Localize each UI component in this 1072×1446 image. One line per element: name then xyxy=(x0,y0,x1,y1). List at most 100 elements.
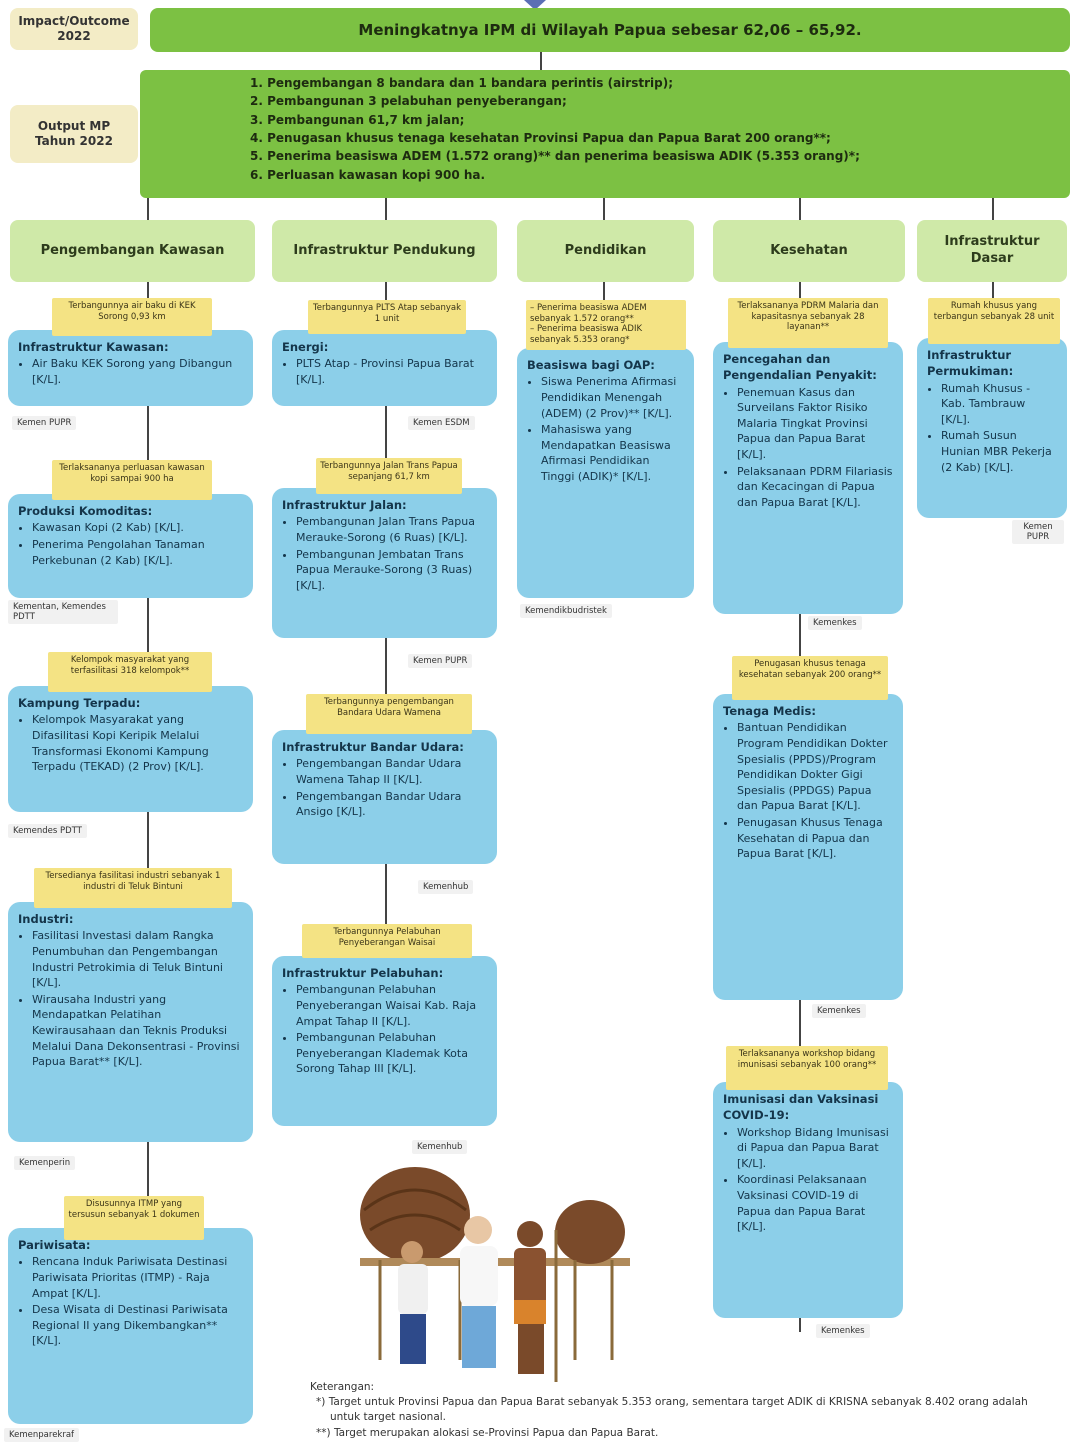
category-infrastruktur-dasar: Infrastruktur Dasar xyxy=(917,220,1067,282)
card-item: PLTS Atap - Provinsi Papua Barat [K/L]. xyxy=(296,356,487,387)
program-card: Beasiswa bagi OAP: Siswa Penerima Afirma… xyxy=(517,348,694,598)
source-label: Kemen ESDM xyxy=(408,416,475,430)
connector xyxy=(385,198,387,220)
connector xyxy=(147,282,149,1377)
output-item: 1. Pengembangan 8 bandara dan 1 bandara … xyxy=(250,76,673,90)
note-2: **) Target merupakan alokasi se-Provinsi… xyxy=(310,1426,1030,1441)
connector xyxy=(540,52,542,70)
impact-text: Meningkatnya IPM di Wilayah Papua sebesa… xyxy=(358,21,862,39)
category-infrastruktur-pendukung: Infrastruktur Pendukung xyxy=(272,220,497,282)
target-box: Tersedianya fasilitasi industri sebanyak… xyxy=(34,868,232,908)
connector xyxy=(603,282,605,302)
card-item: Air Baku KEK Sorong yang Dibangun [K/L]. xyxy=(32,356,243,387)
target-box: Terbangunnya PLTS Atap sebanyak 1 unit xyxy=(308,300,466,334)
connector xyxy=(992,198,994,220)
program-card: Industri: Fasilitasi Investasi dalam Ran… xyxy=(8,902,253,1142)
note-text: Target untuk Provinsi Papua dan Papua Ba… xyxy=(328,1396,1028,1424)
program-card: Kampung Terpadu: Kelompok Masyarakat yan… xyxy=(8,686,253,812)
card-heading: Pariwisata: xyxy=(18,1238,91,1252)
source-label: Kemenkes xyxy=(816,1324,870,1338)
source-label: Kemendikbudristek xyxy=(520,604,612,618)
card-item: Rumah Khusus - Kab. Tambrauw [K/L]. xyxy=(941,381,1057,428)
program-card: Infrastruktur Permukiman: Rumah Khusus -… xyxy=(917,338,1067,518)
card-item: Pembangunan Jembatan Trans Papua Merauke… xyxy=(296,547,487,594)
card-item: Pengembangan Bandar Udara Wamena Tahap I… xyxy=(296,756,487,787)
program-card: Tenaga Medis: Bantuan Pendidikan Program… xyxy=(713,694,903,1000)
program-card: Infrastruktur Bandar Udara: Pengembangan… xyxy=(272,730,497,864)
card-heading: Tenaga Medis: xyxy=(723,704,816,718)
category-kesehatan: Kesehatan xyxy=(713,220,905,282)
card-item: Rumah Susun Hunian MBR Pekerja (2 Kab) [… xyxy=(941,428,1057,475)
output-box: 1. Pengembangan 8 bandara dan 1 bandara … xyxy=(140,70,1070,198)
papua-people-illustration xyxy=(360,1167,630,1382)
card-item: Mahasiswa yang Mendapatkan Beasiswa Afir… xyxy=(541,422,684,484)
program-card: Infrastruktur Pelabuhan: Pembangunan Pel… xyxy=(272,956,497,1126)
card-item: Bantuan Pendidikan Program Pendidikan Do… xyxy=(737,720,893,814)
output-label: Output MP Tahun 2022 xyxy=(10,105,138,163)
target-box: Terbangunnya Pelabuhan Penyeberangan Wai… xyxy=(302,924,472,958)
top-arrow-icon xyxy=(524,0,546,10)
program-card: Infrastruktur Jalan: Pembangunan Jalan T… xyxy=(272,488,497,638)
target-box: Kelompok masyarakat yang terfasilitasi 3… xyxy=(48,652,212,692)
target-box: Rumah khusus yang terbangun sebanyak 28 … xyxy=(928,298,1060,344)
program-card: Imunisasi dan Vaksinasi COVID-19: Worksh… xyxy=(713,1082,903,1318)
card-item: Penerima Pengolahan Tanaman Perkebunan (… xyxy=(32,537,243,568)
card-heading: Infrastruktur Permukiman: xyxy=(927,348,1014,379)
source-label: Kemenhub xyxy=(418,880,474,894)
card-heading: Produksi Komoditas: xyxy=(18,504,153,518)
target-box: Terlaksananya PDRM Malaria dan kapasitas… xyxy=(728,298,888,348)
card-item: Desa Wisata di Destinasi Pariwisata Regi… xyxy=(32,1302,243,1349)
category-pengembangan-kawasan: Pengembangan Kawasan xyxy=(10,220,255,282)
card-heading: Infrastruktur Jalan: xyxy=(282,498,407,512)
program-card: Produksi Komoditas: Kawasan Kopi (2 Kab)… xyxy=(8,494,253,598)
card-item: Penemuan Kasus dan Surveilans Faktor Ris… xyxy=(737,385,893,463)
output-list: 1. Pengembangan 8 bandara dan 1 bandara … xyxy=(250,74,1060,184)
connector xyxy=(992,282,994,302)
card-item: Rencana Induk Pariwisata Destinasi Pariw… xyxy=(32,1254,243,1301)
target-box: Terlaksananya workshop bidang imunisasi … xyxy=(726,1046,888,1090)
source-label: Kemenhub xyxy=(412,1140,468,1154)
card-heading: Infrastruktur Pelabuhan: xyxy=(282,966,444,980)
target-box: – Penerima beasiswa ADEM sebanyak 1.572 … xyxy=(526,300,686,350)
card-item: Kelompok Masyarakat yang Difasilitasi Ko… xyxy=(32,712,243,774)
note-1: *) Target untuk Provinsi Papua dan Papua… xyxy=(310,1395,1030,1425)
source-label: Kemendes PDTT xyxy=(8,824,87,838)
card-item: Pembangunan Pelabuhan Penyeberangan Wais… xyxy=(296,982,487,1029)
source-label: Kemenkes xyxy=(812,1004,866,1018)
note-text: Target merupakan alokasi se-Provinsi Pap… xyxy=(333,1426,659,1439)
output-item: 6. Perluasan kawasan kopi 900 ha. xyxy=(250,167,486,182)
source-label: Kemenparekraf xyxy=(4,1428,80,1442)
card-item: Penugasan Khusus Tenaga Kesehatan di Pap… xyxy=(737,815,893,862)
target-box: Penugasan khusus tenaga kesehatan sebany… xyxy=(732,656,888,700)
program-card: Energi: PLTS Atap - Provinsi Papua Barat… xyxy=(272,330,497,406)
target-box: Terbangunnya pengembangan Bandara Udara … xyxy=(306,694,472,734)
target-box: Disusunnya ITMP yang tersusun sebanyak 1… xyxy=(64,1196,204,1240)
card-item: Koordinasi Pelaksanaan Vaksinasi COVID-1… xyxy=(737,1172,893,1234)
card-heading: Beasiswa bagi OAP: xyxy=(527,358,655,372)
note-marker: **) xyxy=(316,1426,331,1439)
program-card: Pencegahan dan Pengendalian Penyakit: Pe… xyxy=(713,342,903,614)
output-item: 5. Penerima beasiswa ADEM (1.572 orang)*… xyxy=(250,149,860,164)
card-item: Kawasan Kopi (2 Kab) [K/L]. xyxy=(32,520,243,536)
notes-heading: Keterangan: xyxy=(310,1381,375,1393)
card-item: Pengembangan Bandar Udara Ansigo [K/L]. xyxy=(296,789,487,820)
card-item: Workshop Bidang Imunisasi di Papua dan P… xyxy=(737,1125,893,1172)
source-label: Kementan, Kemendes PDTT xyxy=(8,600,118,624)
impact-bar: Meningkatnya IPM di Wilayah Papua sebesa… xyxy=(150,8,1070,52)
connector xyxy=(603,198,605,220)
card-item: Siswa Penerima Afirmasi Pendidikan Menen… xyxy=(541,374,684,421)
impact-label: Impact/Outcome 2022 xyxy=(10,8,138,50)
output-item: 3. Pembangunan 61,7 km jalan; xyxy=(250,112,465,127)
target-box: Terbangunnya air baku di KEK Sorong 0,93… xyxy=(52,298,212,336)
card-heading: Industri: xyxy=(18,912,74,926)
target-box: Terbangunnya Jalan Trans Papua sepanjang… xyxy=(316,458,462,494)
notes: Keterangan: *) Target untuk Provinsi Pap… xyxy=(310,1380,1030,1441)
card-heading: Infrastruktur Kawasan: xyxy=(18,340,169,354)
output-item: 4. Penugasan khusus tenaga kesehatan Pro… xyxy=(250,131,831,146)
card-heading: Imunisasi dan Vaksinasi COVID-19: xyxy=(723,1092,879,1123)
connector xyxy=(147,198,149,220)
source-label: Kemenkes xyxy=(808,616,862,630)
note-marker: *) xyxy=(316,1396,326,1409)
card-heading: Pencegahan dan Pengendalian Penyakit: xyxy=(723,352,877,383)
source-label: Kemen PUPR xyxy=(1012,520,1064,544)
